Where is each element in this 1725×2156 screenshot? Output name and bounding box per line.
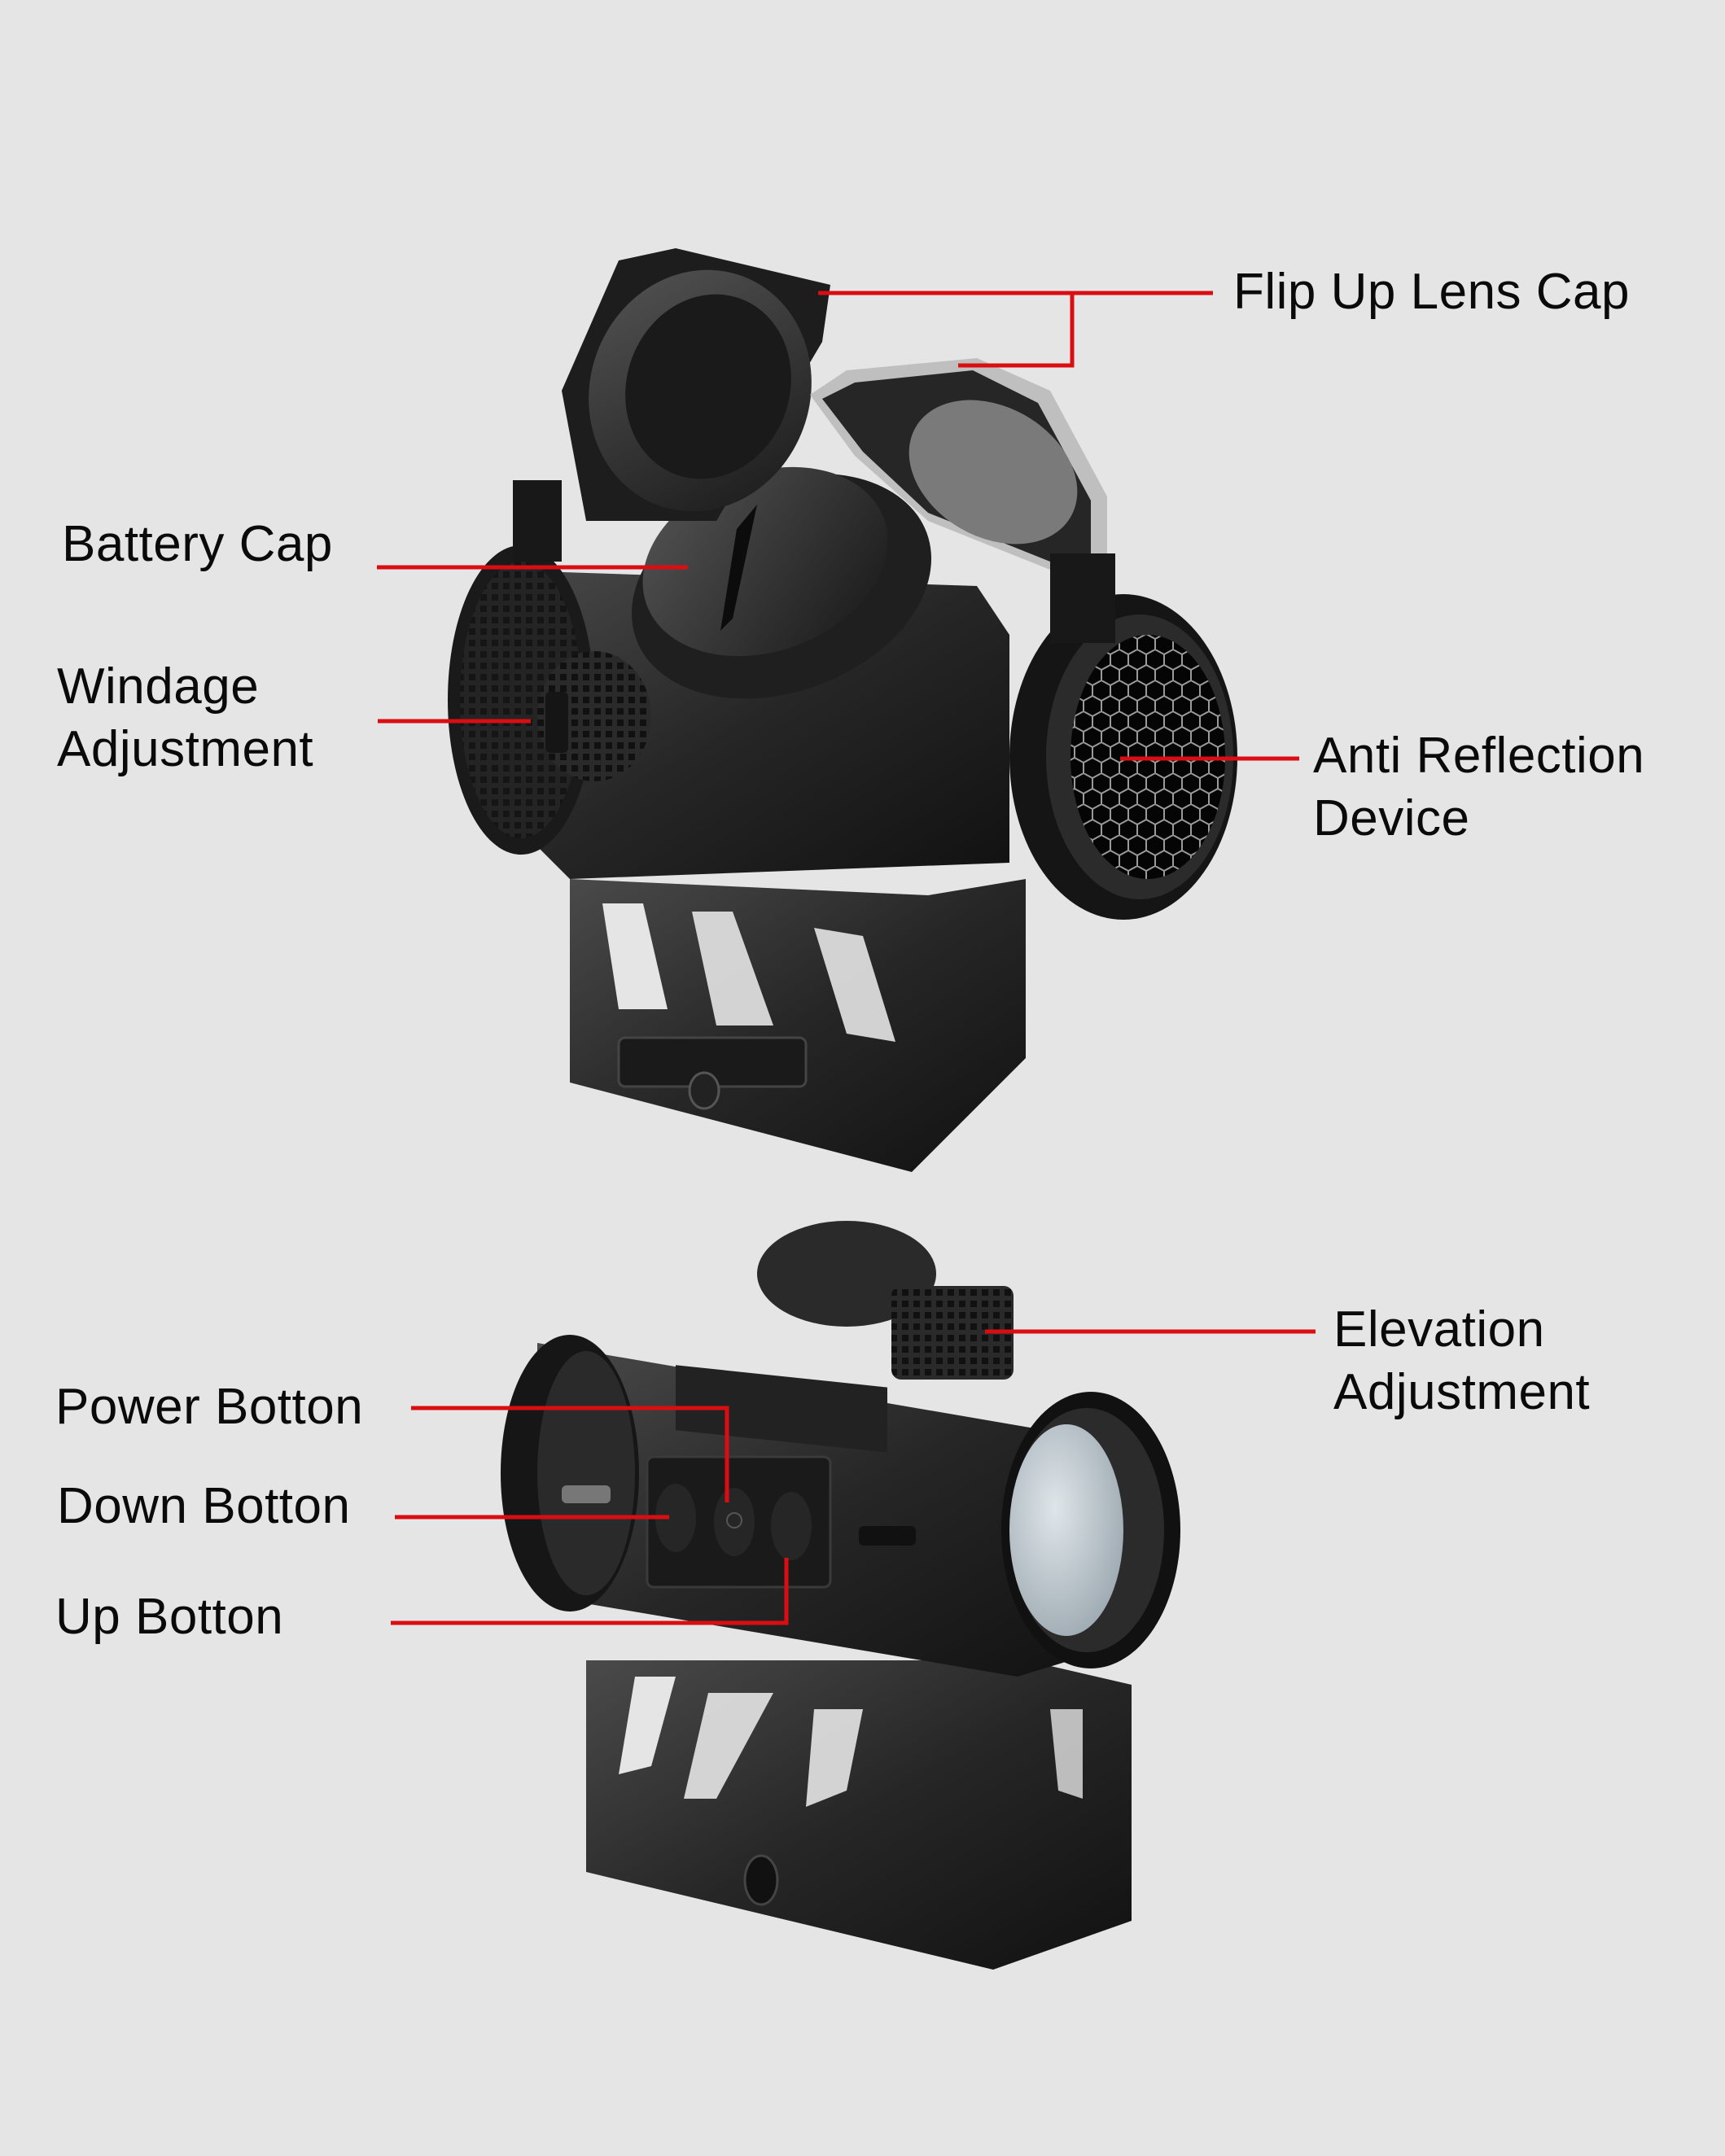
top-scope (448, 248, 1237, 1172)
label-elevation-line1: Elevation (1333, 1301, 1545, 1358)
label-up-button: Up Botton (55, 1589, 284, 1645)
up-button-glyph (771, 1492, 812, 1560)
objective-lens (1009, 1424, 1123, 1636)
label-anti-reflection-line2: Device (1313, 790, 1470, 846)
line-up-button (391, 1558, 789, 1625)
line-power-button (411, 1406, 729, 1502)
bottom-scope (501, 1221, 1180, 1970)
label-windage-line2: Adjustment (57, 721, 314, 777)
label-flip-up-lens-cap: Flip Up Lens Cap (1233, 264, 1631, 320)
down-button-glyph (655, 1484, 696, 1552)
label-elevation-line2: Adjustment (1333, 1364, 1591, 1420)
label-down-button: Down Botton (57, 1478, 351, 1534)
label-anti-reflection-line1: Anti Reflection (1313, 728, 1645, 784)
power-button-glyph (714, 1488, 755, 1556)
line-flip-up-lens-cap-branch (958, 293, 1075, 368)
label-battery-cap: Battery Cap (62, 516, 333, 572)
label-windage-line1: Windage (57, 658, 260, 715)
leader-lines (377, 291, 1316, 1625)
label-power-button: Power Botton (55, 1379, 364, 1435)
